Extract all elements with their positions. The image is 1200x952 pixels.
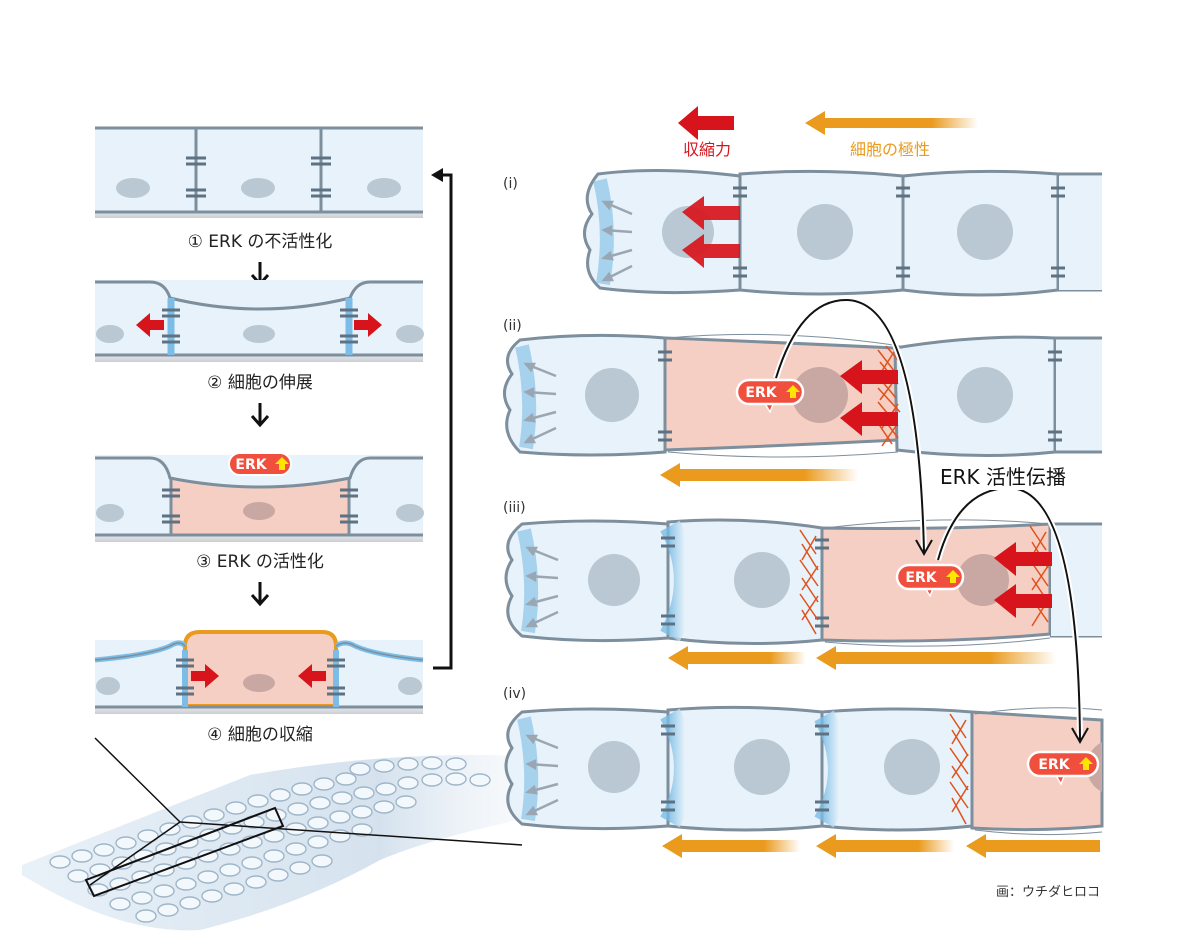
row-iii-cells — [504, 518, 1102, 647]
erk-badge-row4: ERK — [1026, 750, 1100, 786]
row-iv-cells — [504, 705, 1104, 836]
polarity-arrow-row4a — [680, 840, 800, 852]
up-arrow-icon — [786, 385, 800, 398]
erk-badge-row2: ERK — [735, 378, 805, 414]
erk-badge-row3: ERK — [895, 563, 965, 598]
step-4-panel — [94, 630, 424, 714]
propagation-label-bg — [930, 462, 1075, 490]
step-2-panel — [95, 280, 424, 362]
polarity-arrowhead-icon — [816, 646, 836, 670]
polarity-arrow-row4b — [834, 840, 954, 852]
row-i-cells — [583, 168, 1102, 297]
row-label-i: (i) — [503, 176, 518, 192]
polarity-arrow-row4c — [984, 840, 1100, 852]
legend-contraction: 収縮力 — [678, 106, 734, 159]
erk-badge-label: ERK — [745, 385, 777, 401]
polarity-arrowhead-icon — [816, 834, 836, 858]
polarity-arrowhead-icon — [668, 646, 688, 670]
step-arrow-2 — [250, 403, 270, 428]
polarity-arrowhead-icon — [662, 834, 682, 858]
illustration-credit: 画：ウチダヒロコ — [996, 885, 1100, 900]
polarity-arrow-row3a — [686, 652, 806, 664]
polarity-arrowhead-icon — [966, 834, 986, 858]
contraction-label: 収縮力 — [683, 140, 731, 159]
row-label-ii: (ii) — [503, 318, 522, 334]
polarity-label: 細胞の極性 — [850, 140, 930, 159]
row-label-iv: (iv) — [503, 686, 526, 702]
contraction-arrow-icon — [678, 106, 734, 140]
up-arrow-icon — [946, 570, 960, 583]
erk-badge-label: ERK — [235, 457, 267, 473]
polarity-arrowhead-icon — [660, 463, 680, 487]
polarity-arrow-row3b — [834, 652, 1056, 664]
erk-badge-label: ERK — [1038, 757, 1070, 773]
polarity-arrow-icon — [805, 111, 825, 135]
up-arrow-icon — [275, 457, 289, 470]
step-4-label: ④ 細胞の収縮 — [207, 725, 313, 745]
legend-polarity: 細胞の極性 — [805, 111, 978, 159]
erk-badge-step3: ERK — [228, 452, 292, 476]
row-label-iii: (iii) — [503, 500, 526, 516]
step-arrow-3 — [250, 582, 270, 607]
step-1-panel — [95, 126, 423, 218]
cycle-arrowhead-icon — [431, 168, 443, 182]
cycle-bracket — [433, 173, 453, 670]
tissue-sheet — [22, 737, 620, 931]
step-2-label: ② 細胞の伸展 — [207, 373, 313, 393]
polarity-arrow-row2 — [678, 469, 858, 481]
step-3-label: ③ ERK の活性化 — [196, 552, 324, 572]
propagation-label: ERK 活性伝播 — [940, 465, 1066, 489]
propagation-arrows — [773, 296, 1089, 745]
step-1-label: ① ERK の不活性化 — [188, 232, 333, 252]
up-arrow-icon — [1079, 757, 1093, 770]
erk-badge-label: ERK — [905, 570, 937, 586]
